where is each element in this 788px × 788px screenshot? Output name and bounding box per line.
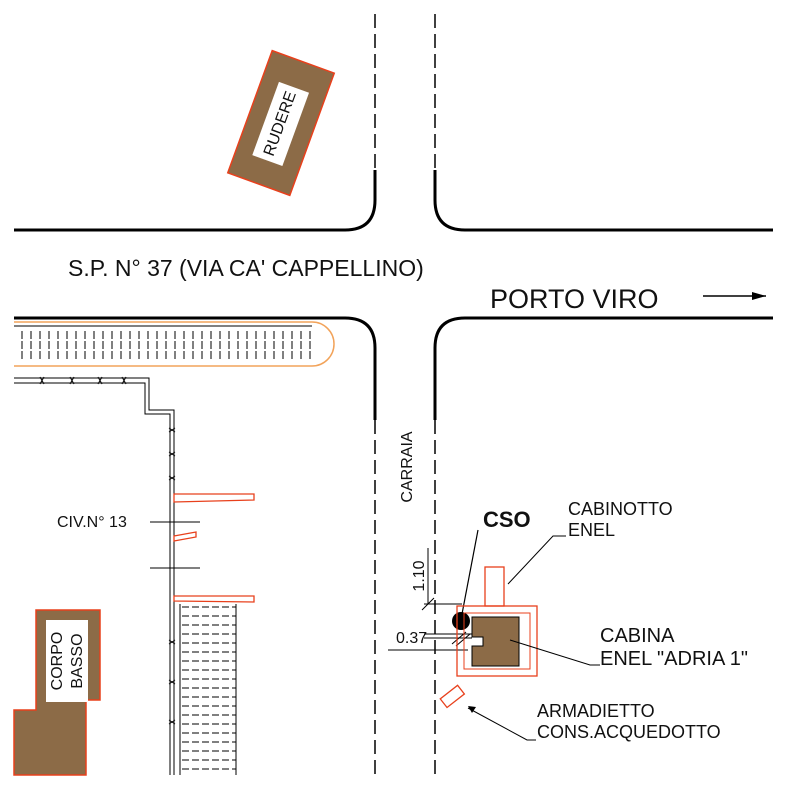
cabinotto-leader [507, 535, 566, 585]
corpo-basso-building: CORPO BASSO [13, 609, 101, 776]
road-edges [14, 170, 773, 420]
cabinotto-box [484, 566, 505, 607]
cabinotto-label-2: ENEL [568, 520, 615, 540]
road-edge-south-east [433, 316, 773, 420]
basso-label: BASSO [69, 633, 86, 688]
dashed-lane [374, 14, 436, 775]
armadietto-box [439, 684, 466, 709]
cabina-leader [509, 639, 600, 666]
direction-label: PORTO VIRO [490, 284, 659, 314]
armadietto-arrow-icon [468, 706, 476, 713]
gate-markers [173, 493, 255, 603]
armadietto-label-1: ARMADIETTO [537, 701, 655, 721]
cso-point-icon [452, 612, 470, 630]
paved-strip [179, 604, 237, 775]
armadietto-label-2: CONS.ACQUEDOTTO [537, 722, 721, 742]
armadietto-leader [467, 707, 536, 741]
cabina-label-1: CABINA [600, 625, 675, 647]
civic-number-label: CIV.N° 13 [57, 514, 127, 531]
road-edge-north-west [14, 170, 377, 232]
cabinotto-label-1: CABINOTTO [568, 499, 673, 519]
cabina-enclosure [456, 605, 538, 677]
dimension-upper: 1.10 [411, 560, 428, 591]
dimension-lower: 0.37 [396, 630, 427, 647]
hedge-strip [14, 321, 335, 367]
cabina-label-2: ENEL "ADRIA 1" [600, 648, 748, 670]
civic-leaders [150, 521, 200, 569]
corpo-label: CORPO [49, 632, 66, 691]
road-name: S.P. N° 37 (VIA CA' CAPPELLINO) [68, 255, 424, 281]
road-edge-south-west [14, 316, 377, 420]
fence-ticks [39, 376, 176, 725]
cso-label: CSO [483, 507, 531, 532]
road-edge-north-east [433, 170, 773, 232]
rudere-building: RUDERE [226, 49, 336, 197]
carraia-label: CARRAIA [399, 431, 416, 502]
arrow-right-icon [703, 292, 766, 300]
cso-leader [461, 529, 479, 615]
